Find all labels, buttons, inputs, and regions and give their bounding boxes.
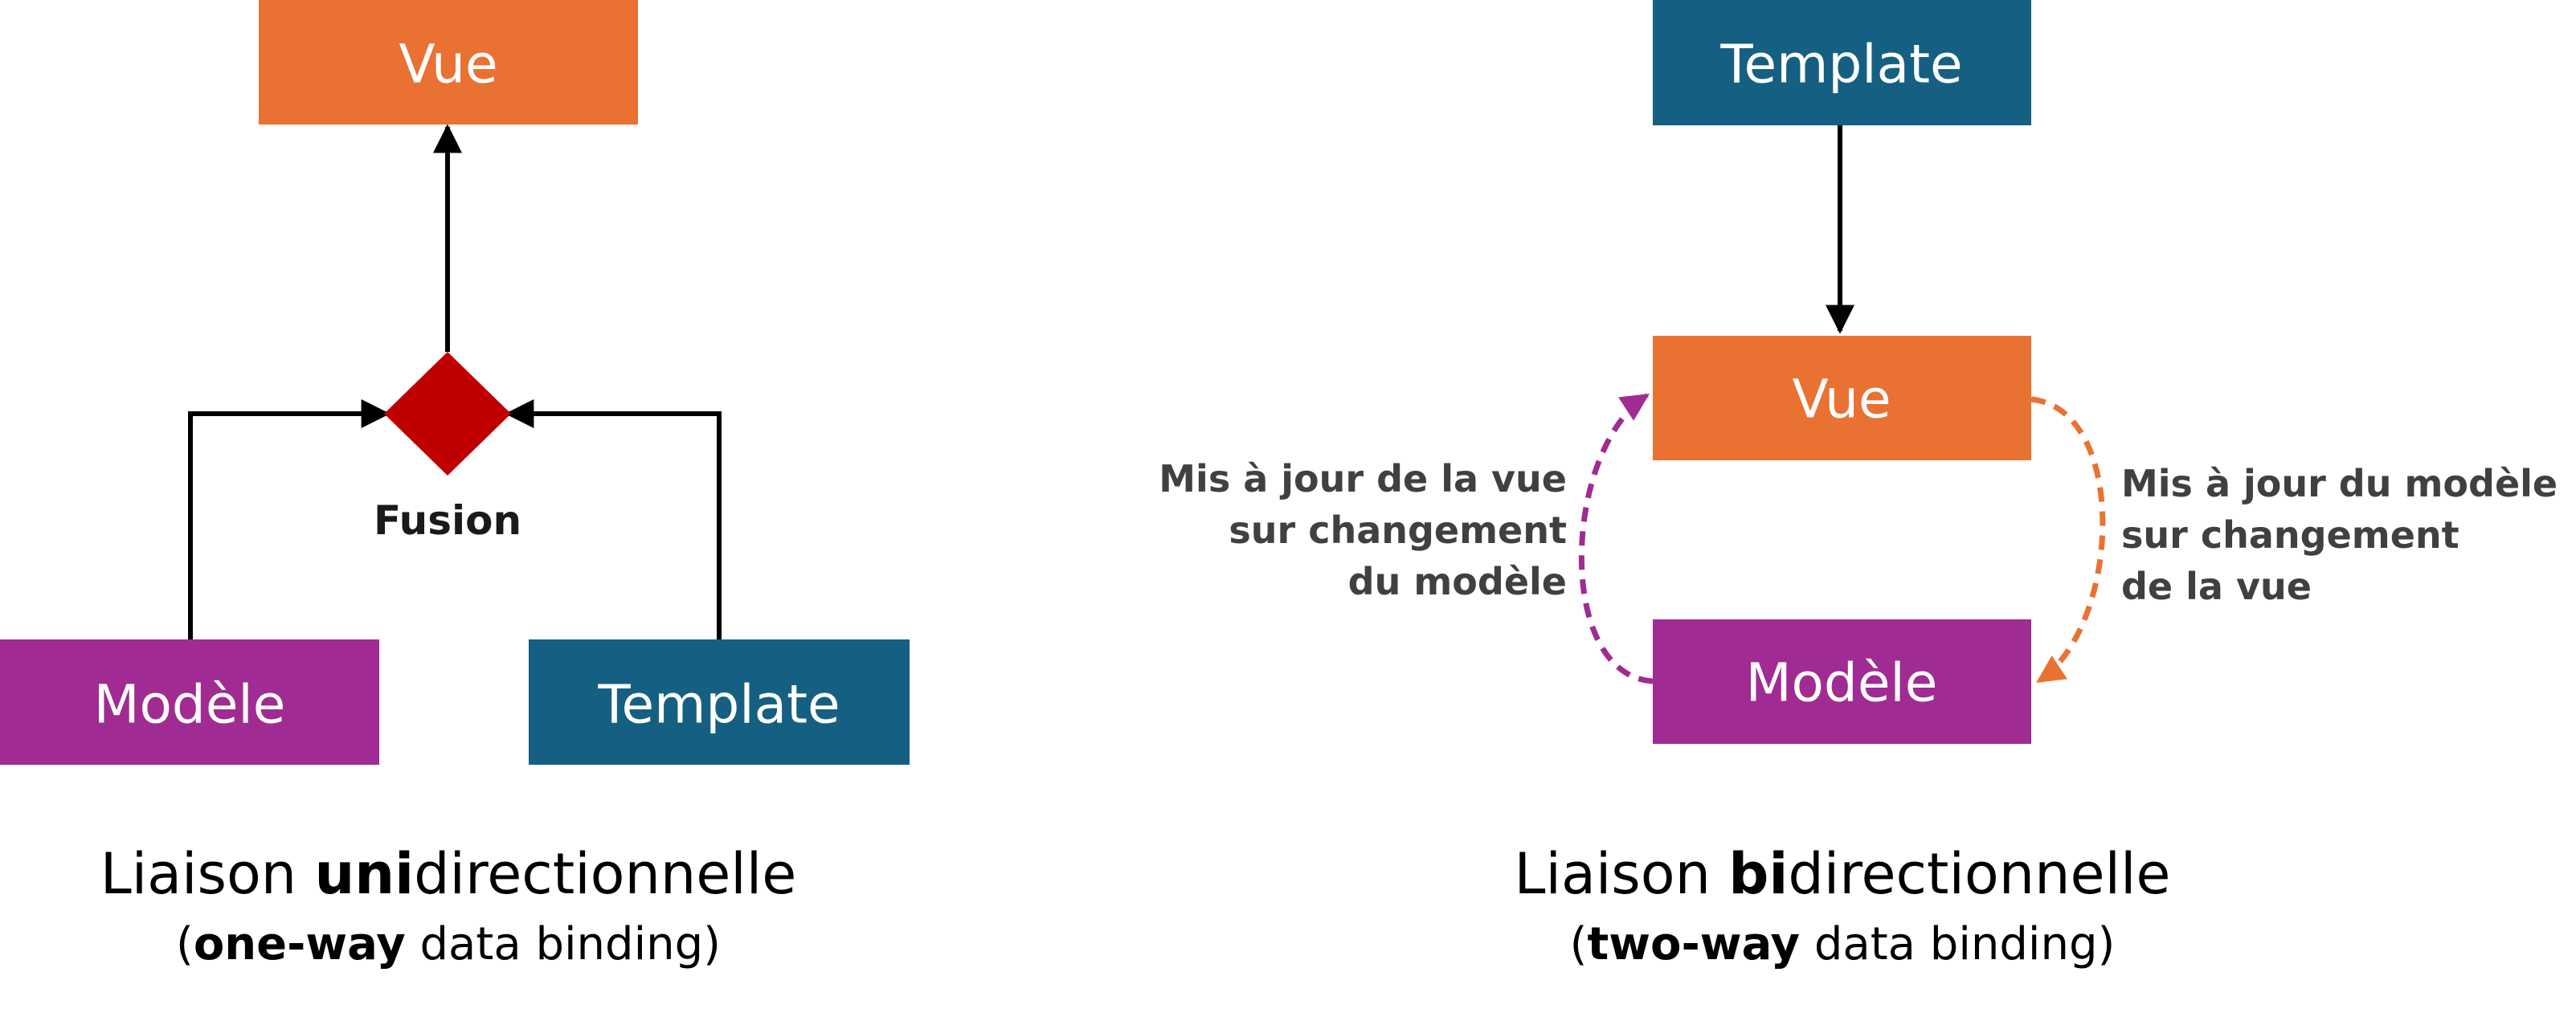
right-annotation: Mis à jour du modèle sur changement de l…: [2121, 462, 2558, 608]
dashed-arrow-modele-to-vue: [1578, 393, 1654, 684]
left-annotation: Mis à jour de la vue sur changement du m…: [1159, 457, 1567, 603]
two-way-vue-box: Vue: [1653, 336, 2031, 460]
arrow-modele-to-fusion: [188, 399, 390, 639]
dashed-arrow-vue-to-modele: [2030, 396, 2106, 684]
two-way-caption-subtitle: (two-way data binding): [1569, 918, 2116, 970]
two-way-caption: Liaison bidirectionnelle (two-way data b…: [1320, 835, 2365, 977]
left-annotation-line-2: sur changement: [1229, 508, 1567, 552]
right-annotation-line-3: de la vue: [2121, 565, 2312, 608]
fusion-diamond: [384, 352, 511, 476]
one-way-vue-box: Vue: [259, 0, 638, 125]
one-way-caption-subtitle: (one-way data binding): [175, 918, 722, 970]
two-way-caption-title: Liaison bidirectionnelle: [1514, 841, 2171, 907]
one-way-caption-title: Liaison unidirectionnelle: [100, 841, 797, 907]
fusion-label: Fusion: [374, 497, 521, 544]
one-way-modele-label: Modèle: [94, 674, 286, 736]
two-way-vue-label: Vue: [1792, 369, 1891, 431]
right-annotation-line-2: sur changement: [2121, 513, 2459, 557]
one-way-diagram: Vue Fusion Modèle Template: [0, 0, 910, 765]
one-way-template-label: Template: [597, 674, 840, 736]
two-way-diagram: Template Vue Modèle Mis à jour de la vue…: [1159, 0, 2558, 744]
two-way-template-box: Template: [1653, 0, 2031, 125]
one-way-template-box: Template: [529, 639, 910, 765]
right-annotation-line-1: Mis à jour du modèle: [2121, 462, 2558, 505]
two-way-modele-box: Modèle: [1653, 619, 2031, 744]
one-way-modele-box: Modèle: [0, 639, 379, 765]
one-way-vue-label: Vue: [399, 34, 497, 96]
left-annotation-line-3: du modèle: [1348, 560, 1567, 603]
left-annotation-line-1: Mis à jour de la vue: [1159, 457, 1567, 500]
two-way-template-label: Template: [1719, 34, 1962, 96]
arrow-template-to-fusion: [505, 399, 722, 639]
one-way-caption: Liaison unidirectionnelle (one-way data …: [0, 835, 971, 977]
two-way-modele-label: Modèle: [1746, 652, 1938, 714]
